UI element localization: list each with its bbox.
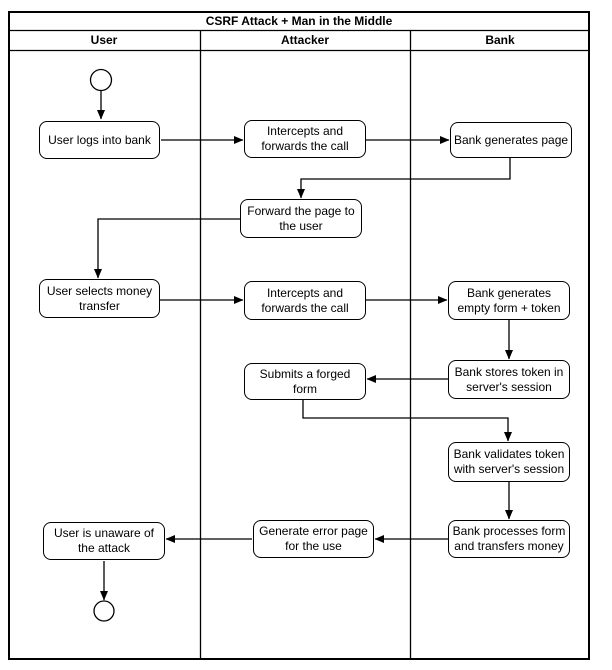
lane-header-bank: Bank — [485, 33, 515, 47]
activity-node-user-logs-into-bank: User logs into bank — [39, 121, 160, 159]
activity-node-bank-generates-page: Bank generates page — [450, 122, 572, 158]
activity-node-bank-validates-token: Bank validates token with server's sessi… — [448, 442, 570, 482]
lane-header-attacker: Attacker — [280, 33, 330, 47]
start-node-circle — [89, 68, 113, 92]
pool-frame — [8, 11, 590, 660]
activity-node-bank-processes-form: Bank processes form and transfers money — [448, 520, 570, 558]
diagram-title: CSRF Attack + Man in the Middle — [205, 13, 393, 28]
activity-node-bank-stores-token: Bank stores token in server's session — [448, 360, 570, 399]
activity-node-bank-generates-empty-form-token: Bank generates empty form + token — [448, 281, 570, 320]
edge-forward-page-to-user-selects — [94, 218, 240, 279]
edge-submits-forged-to-bank-validates — [302, 400, 512, 442]
activity-node-forward-page-to-user: Forward the page to the user — [240, 199, 362, 238]
activity-node-user-unaware-of-attack: User is unaware of the attack — [43, 522, 165, 560]
activity-node-user-selects-money-transfer: User selects money transfer — [39, 279, 160, 318]
edge-bank-page-to-forward-page — [297, 158, 511, 199]
activity-node-generate-error-page: Generate error page for the use — [253, 520, 374, 558]
activity-node-intercepts-forwards-call-2: Intercepts and forwards the call — [244, 281, 366, 320]
lane-header-user: User — [90, 33, 118, 47]
activity-node-submits-forged-form: Submits a forged form — [244, 363, 366, 400]
end-node-circle — [93, 600, 115, 622]
activity-node-intercepts-forwards-call-1: Intercepts and forwards the call — [244, 120, 366, 158]
